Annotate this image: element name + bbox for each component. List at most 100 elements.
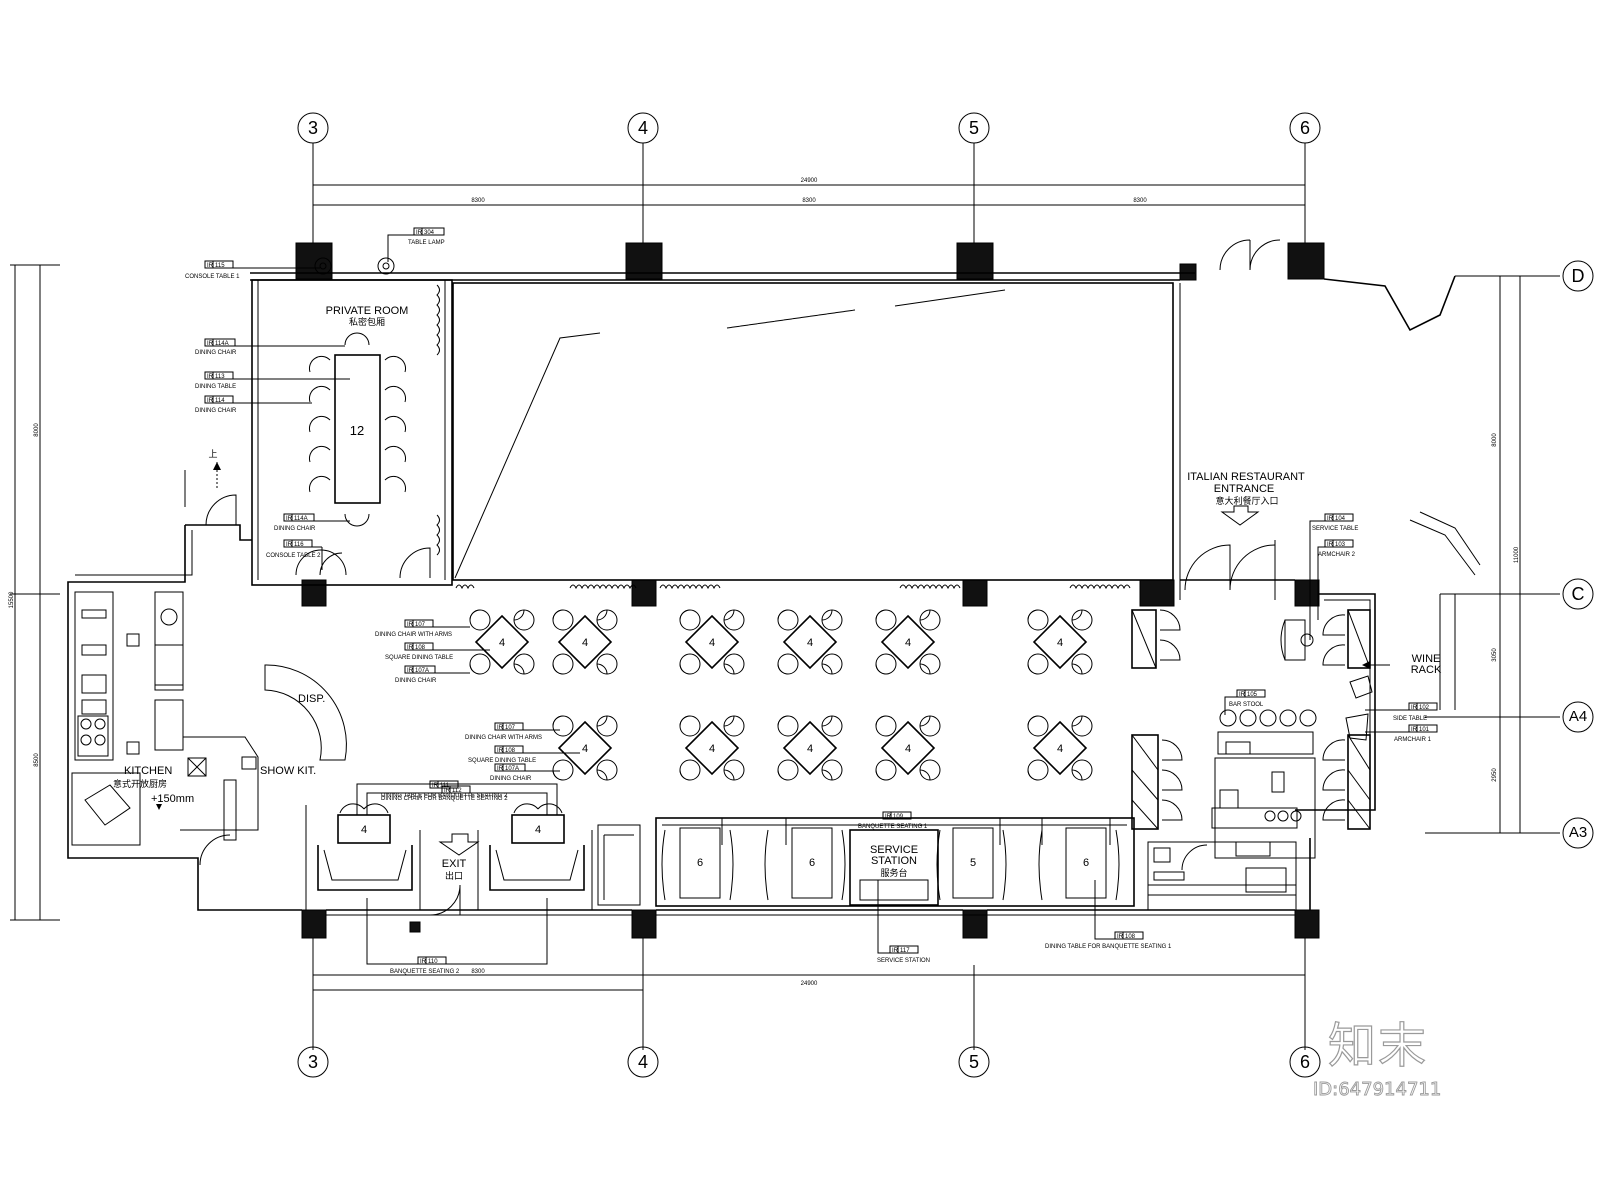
svg-text:BAR STOOL: BAR STOOL xyxy=(1229,702,1264,708)
svg-text:107A: 107A xyxy=(415,668,429,674)
tag-117: IR 117 SERVICE STATION xyxy=(877,880,930,964)
svg-text:IR: IR xyxy=(407,645,414,651)
svg-text:IR: IR xyxy=(497,766,504,772)
svg-text:SERVICE TABLE: SERVICE TABLE xyxy=(1312,526,1358,532)
svg-text:103: 103 xyxy=(1335,542,1346,548)
dining-chair xyxy=(1027,609,1049,631)
dining-chair xyxy=(821,769,833,781)
svg-text:8000: 8000 xyxy=(1492,433,1498,447)
dining-chair xyxy=(777,653,799,675)
svg-text:4: 4 xyxy=(361,824,367,836)
dining-chair xyxy=(596,609,618,631)
svg-text:3: 3 xyxy=(308,1052,318,1072)
svg-text:113: 113 xyxy=(215,374,225,380)
stair-up-arrow: 上 xyxy=(208,449,221,490)
svg-text:108: 108 xyxy=(1125,934,1136,940)
banquette2-table-left xyxy=(337,814,391,844)
svg-text:DINING CHAIR: DINING CHAIR xyxy=(274,526,316,532)
svg-text:117: 117 xyxy=(900,948,910,954)
svg-text:DINING CHAIR: DINING CHAIR xyxy=(395,678,437,684)
tag-112: IR 112 DINING CHAIR FOR BANQUETTE SEATIN… xyxy=(366,785,548,815)
tag-114a-bottom: IR 114A DINING CHAIR xyxy=(274,513,350,532)
svg-text:DINING CHAIR: DINING CHAIR xyxy=(490,776,532,782)
structural-columns xyxy=(295,242,1325,939)
dining-chair xyxy=(821,609,843,631)
dining-chair xyxy=(596,759,618,781)
grid-bubble-right-D: D xyxy=(1562,260,1594,292)
svg-text:8300: 8300 xyxy=(1133,198,1147,204)
dining-chair xyxy=(596,715,608,727)
dining-chair xyxy=(552,759,574,781)
svg-text:IR: IR xyxy=(207,398,214,404)
svg-text:BANQUETTE SEATING 2: BANQUETTE SEATING 2 xyxy=(390,969,460,975)
dining-chair xyxy=(723,759,745,781)
wall-panels-private xyxy=(295,284,440,576)
svg-text:114A: 114A xyxy=(215,341,229,347)
svg-text:4: 4 xyxy=(638,118,648,138)
svg-text:107A: 107A xyxy=(505,766,519,772)
tag-114a-top: IR 114A DINING CHAIR xyxy=(195,338,345,356)
svg-text:D: D xyxy=(1572,266,1585,286)
dining-chair xyxy=(723,715,735,727)
dining-chair xyxy=(596,663,608,675)
dining-chair xyxy=(919,653,941,675)
svg-text:6: 6 xyxy=(1300,1052,1310,1072)
svg-text:SQUARE DINING TABLE: SQUARE DINING TABLE xyxy=(385,655,453,661)
dining-chair xyxy=(1071,715,1083,727)
dining-chair xyxy=(777,715,799,737)
square-table-seats: 4 xyxy=(582,637,588,649)
svg-text:107: 107 xyxy=(415,622,426,628)
grid-axes: 3 4 5 6 3 4 5 6 xyxy=(297,112,1594,1078)
svg-text:C: C xyxy=(1572,584,1585,604)
tag-108-a: IR 108 SQUARE DINING TABLE xyxy=(385,642,490,661)
svg-text:上: 上 xyxy=(208,449,217,459)
svg-text:116: 116 xyxy=(294,542,304,548)
svg-text:105: 105 xyxy=(1247,692,1258,698)
kitchen-level: +150mm xyxy=(151,793,194,805)
dining-chair xyxy=(596,769,608,781)
dining-chair xyxy=(1071,663,1083,675)
tag-105: IR 105 BAR STOOL xyxy=(1224,689,1266,715)
svg-text:A3: A3 xyxy=(1569,824,1587,841)
svg-text:304: 304 xyxy=(424,230,435,236)
doors xyxy=(199,239,1281,916)
dining-chair xyxy=(875,759,897,781)
svg-text:8000: 8000 xyxy=(34,423,40,437)
dining-chair xyxy=(513,663,525,675)
banquette-seating-2: 4 4 xyxy=(305,803,593,933)
table-lamp-icon xyxy=(314,257,395,275)
dining-chair xyxy=(723,769,735,781)
square-table: 4 xyxy=(1027,715,1093,781)
dining-chair xyxy=(679,715,701,737)
private-room-title-cn: 私密包厢 xyxy=(349,316,385,327)
svg-text:WINE: WINE xyxy=(1412,653,1441,665)
svg-text:IR: IR xyxy=(885,814,892,820)
svg-text:104: 104 xyxy=(1335,516,1346,522)
svg-text:RACK: RACK xyxy=(1411,664,1442,676)
svg-text:108: 108 xyxy=(505,748,516,754)
dining-chair xyxy=(1071,609,1093,631)
square-table-seats: 4 xyxy=(499,637,505,649)
walls xyxy=(67,272,1481,916)
display-counter: DISP. xyxy=(264,664,347,761)
tag-107-a: IR 107 DINING CHAIR WITH ARMS xyxy=(375,619,470,638)
grid-bubble-top-4: 4 xyxy=(627,112,659,144)
dining-chair xyxy=(919,663,931,675)
banquette1-table-b xyxy=(791,827,833,899)
dining-chair xyxy=(821,653,843,675)
svg-text:6: 6 xyxy=(1300,118,1310,138)
svg-text:CONSOLE TABLE 1: CONSOLE TABLE 1 xyxy=(185,274,240,280)
square-table-seats: 4 xyxy=(709,637,715,649)
svg-text:IR: IR xyxy=(892,948,899,954)
dining-chair xyxy=(513,609,525,621)
dining-chair xyxy=(919,715,941,737)
svg-text:15500: 15500 xyxy=(9,591,15,608)
svg-text:IR: IR xyxy=(1117,934,1124,940)
svg-text:114: 114 xyxy=(215,398,225,404)
svg-text:IR: IR xyxy=(207,341,214,347)
banquette1-table-d xyxy=(1065,827,1107,899)
dining-chair xyxy=(875,609,897,631)
dining-chair xyxy=(821,663,833,675)
svg-text:CONSOLE TABLE 2: CONSOLE TABLE 2 xyxy=(266,553,321,559)
tag-104: IR 104 SERVICE TABLE xyxy=(1309,513,1358,640)
